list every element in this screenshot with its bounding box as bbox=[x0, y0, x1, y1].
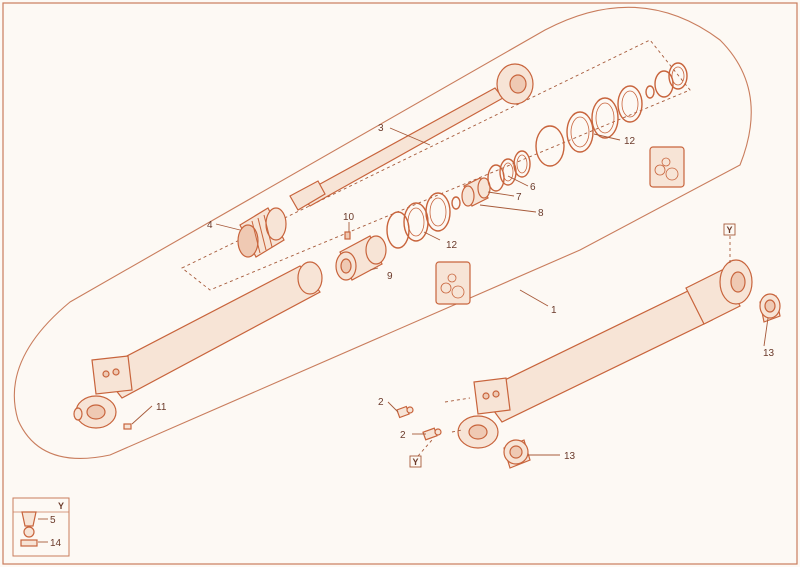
leader-lines bbox=[131, 127, 769, 457]
svg-text:Y: Y bbox=[727, 225, 733, 235]
assembly-outline bbox=[13, 6, 752, 459]
seal-kit-bag-upper bbox=[649, 146, 685, 188]
piston-part-4 bbox=[237, 207, 287, 258]
legend-box: Y 5 14 bbox=[12, 497, 70, 557]
callout-2-upper: 2 bbox=[378, 397, 384, 408]
grease-fitting-upper bbox=[396, 405, 414, 419]
gland-part-9 bbox=[335, 235, 387, 281]
callout-12-lower: 12 bbox=[446, 240, 458, 251]
svg-text:Y: Y bbox=[413, 457, 419, 467]
piston-rod bbox=[289, 63, 534, 211]
callout-2-lower: 2 bbox=[400, 430, 406, 441]
y-marker-top: Y bbox=[723, 223, 736, 236]
callout-11: 11 bbox=[156, 402, 167, 413]
bushing-part-13-right bbox=[759, 293, 781, 323]
legend-fitting-icon bbox=[20, 539, 38, 547]
callout-13-right: 13 bbox=[763, 348, 775, 359]
callout-1: 1 bbox=[551, 305, 557, 316]
cylinder-assembled bbox=[457, 259, 753, 449]
seal-rings-lower bbox=[386, 192, 461, 249]
ring-part-6 bbox=[487, 150, 531, 192]
callout-6: 6 bbox=[530, 182, 536, 193]
seal-rings-upper bbox=[535, 62, 688, 167]
callout-7: 7 bbox=[516, 192, 522, 203]
callout-3: 3 bbox=[378, 123, 384, 134]
callout-9: 9 bbox=[387, 271, 393, 282]
y-marker-bottom: Y bbox=[409, 455, 422, 468]
part-10-pin bbox=[344, 231, 351, 240]
cylinder-barrel-exploded bbox=[73, 261, 323, 429]
callout-8: 8 bbox=[538, 208, 544, 219]
callout-14: 14 bbox=[50, 538, 62, 549]
callout-5: 5 bbox=[50, 515, 56, 526]
legend-cup-icon bbox=[21, 511, 37, 527]
legend-y: Y bbox=[58, 501, 64, 511]
grease-fitting-lower bbox=[422, 427, 442, 441]
legend-ball-icon bbox=[23, 526, 35, 538]
bushing-part-7 bbox=[461, 177, 491, 207]
bushing-part-13-bottom bbox=[503, 439, 531, 469]
callout-4: 4 bbox=[207, 220, 213, 231]
callout-10: 10 bbox=[343, 212, 355, 223]
seal-kit-group bbox=[181, 39, 691, 291]
part-11-plug bbox=[123, 423, 132, 430]
callout-13-bottom: 13 bbox=[564, 451, 576, 462]
callout-12-upper: 12 bbox=[624, 136, 636, 147]
seal-kit-bag-lower bbox=[435, 261, 471, 305]
